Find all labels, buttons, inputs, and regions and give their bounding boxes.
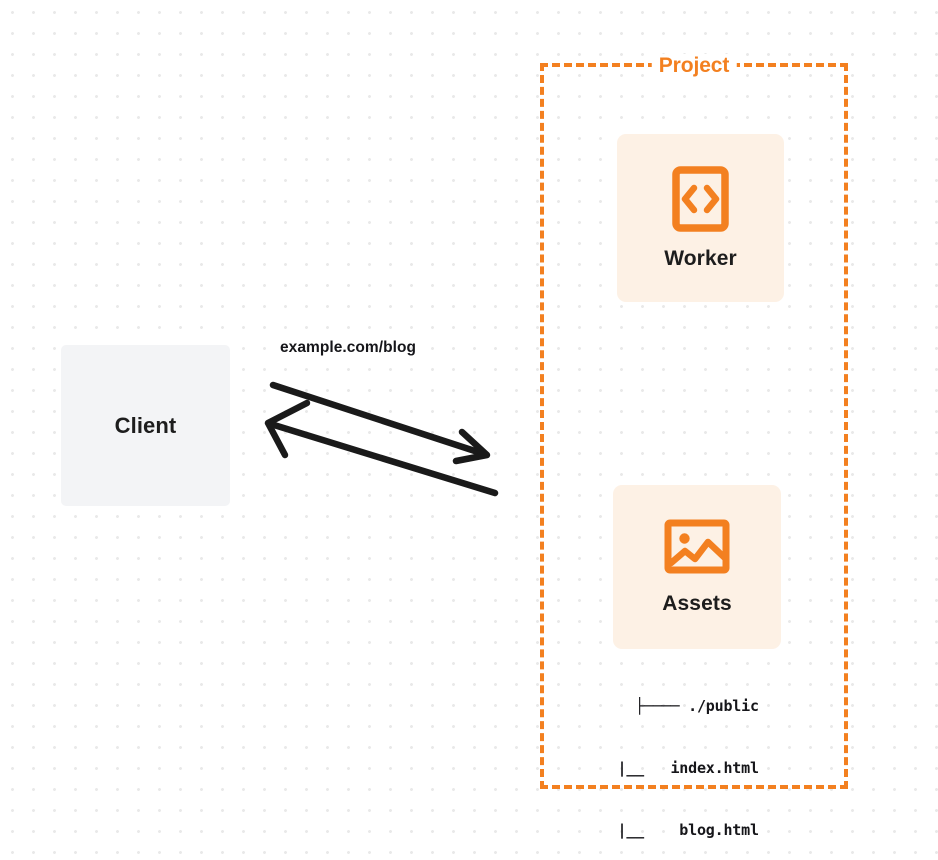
client-node[interactable]: Client	[61, 345, 230, 506]
project-container: Project Worker Assets	[540, 54, 848, 839]
assets-card[interactable]: Assets	[613, 485, 781, 649]
tree-row: |__ index.html	[591, 758, 759, 777]
image-picture-icon	[664, 518, 730, 575]
worker-label: Worker	[664, 246, 737, 270]
worker-card[interactable]: Worker	[617, 134, 784, 302]
client-label: Client	[114, 412, 177, 438]
request-arrow	[269, 381, 491, 465]
connection-url-label: example.com/blog	[280, 339, 417, 356]
assets-file-tree: ├──── ./public |__ index.html |__ blog.h…	[591, 654, 759, 860]
code-brackets-icon	[672, 165, 729, 232]
assets-label: Assets	[662, 592, 732, 615]
tree-row: |__ blog.html	[591, 821, 759, 840]
project-title: Project	[651, 54, 737, 78]
response-arrow	[264, 399, 499, 497]
tree-row: ├──── ./public	[635, 696, 759, 715]
